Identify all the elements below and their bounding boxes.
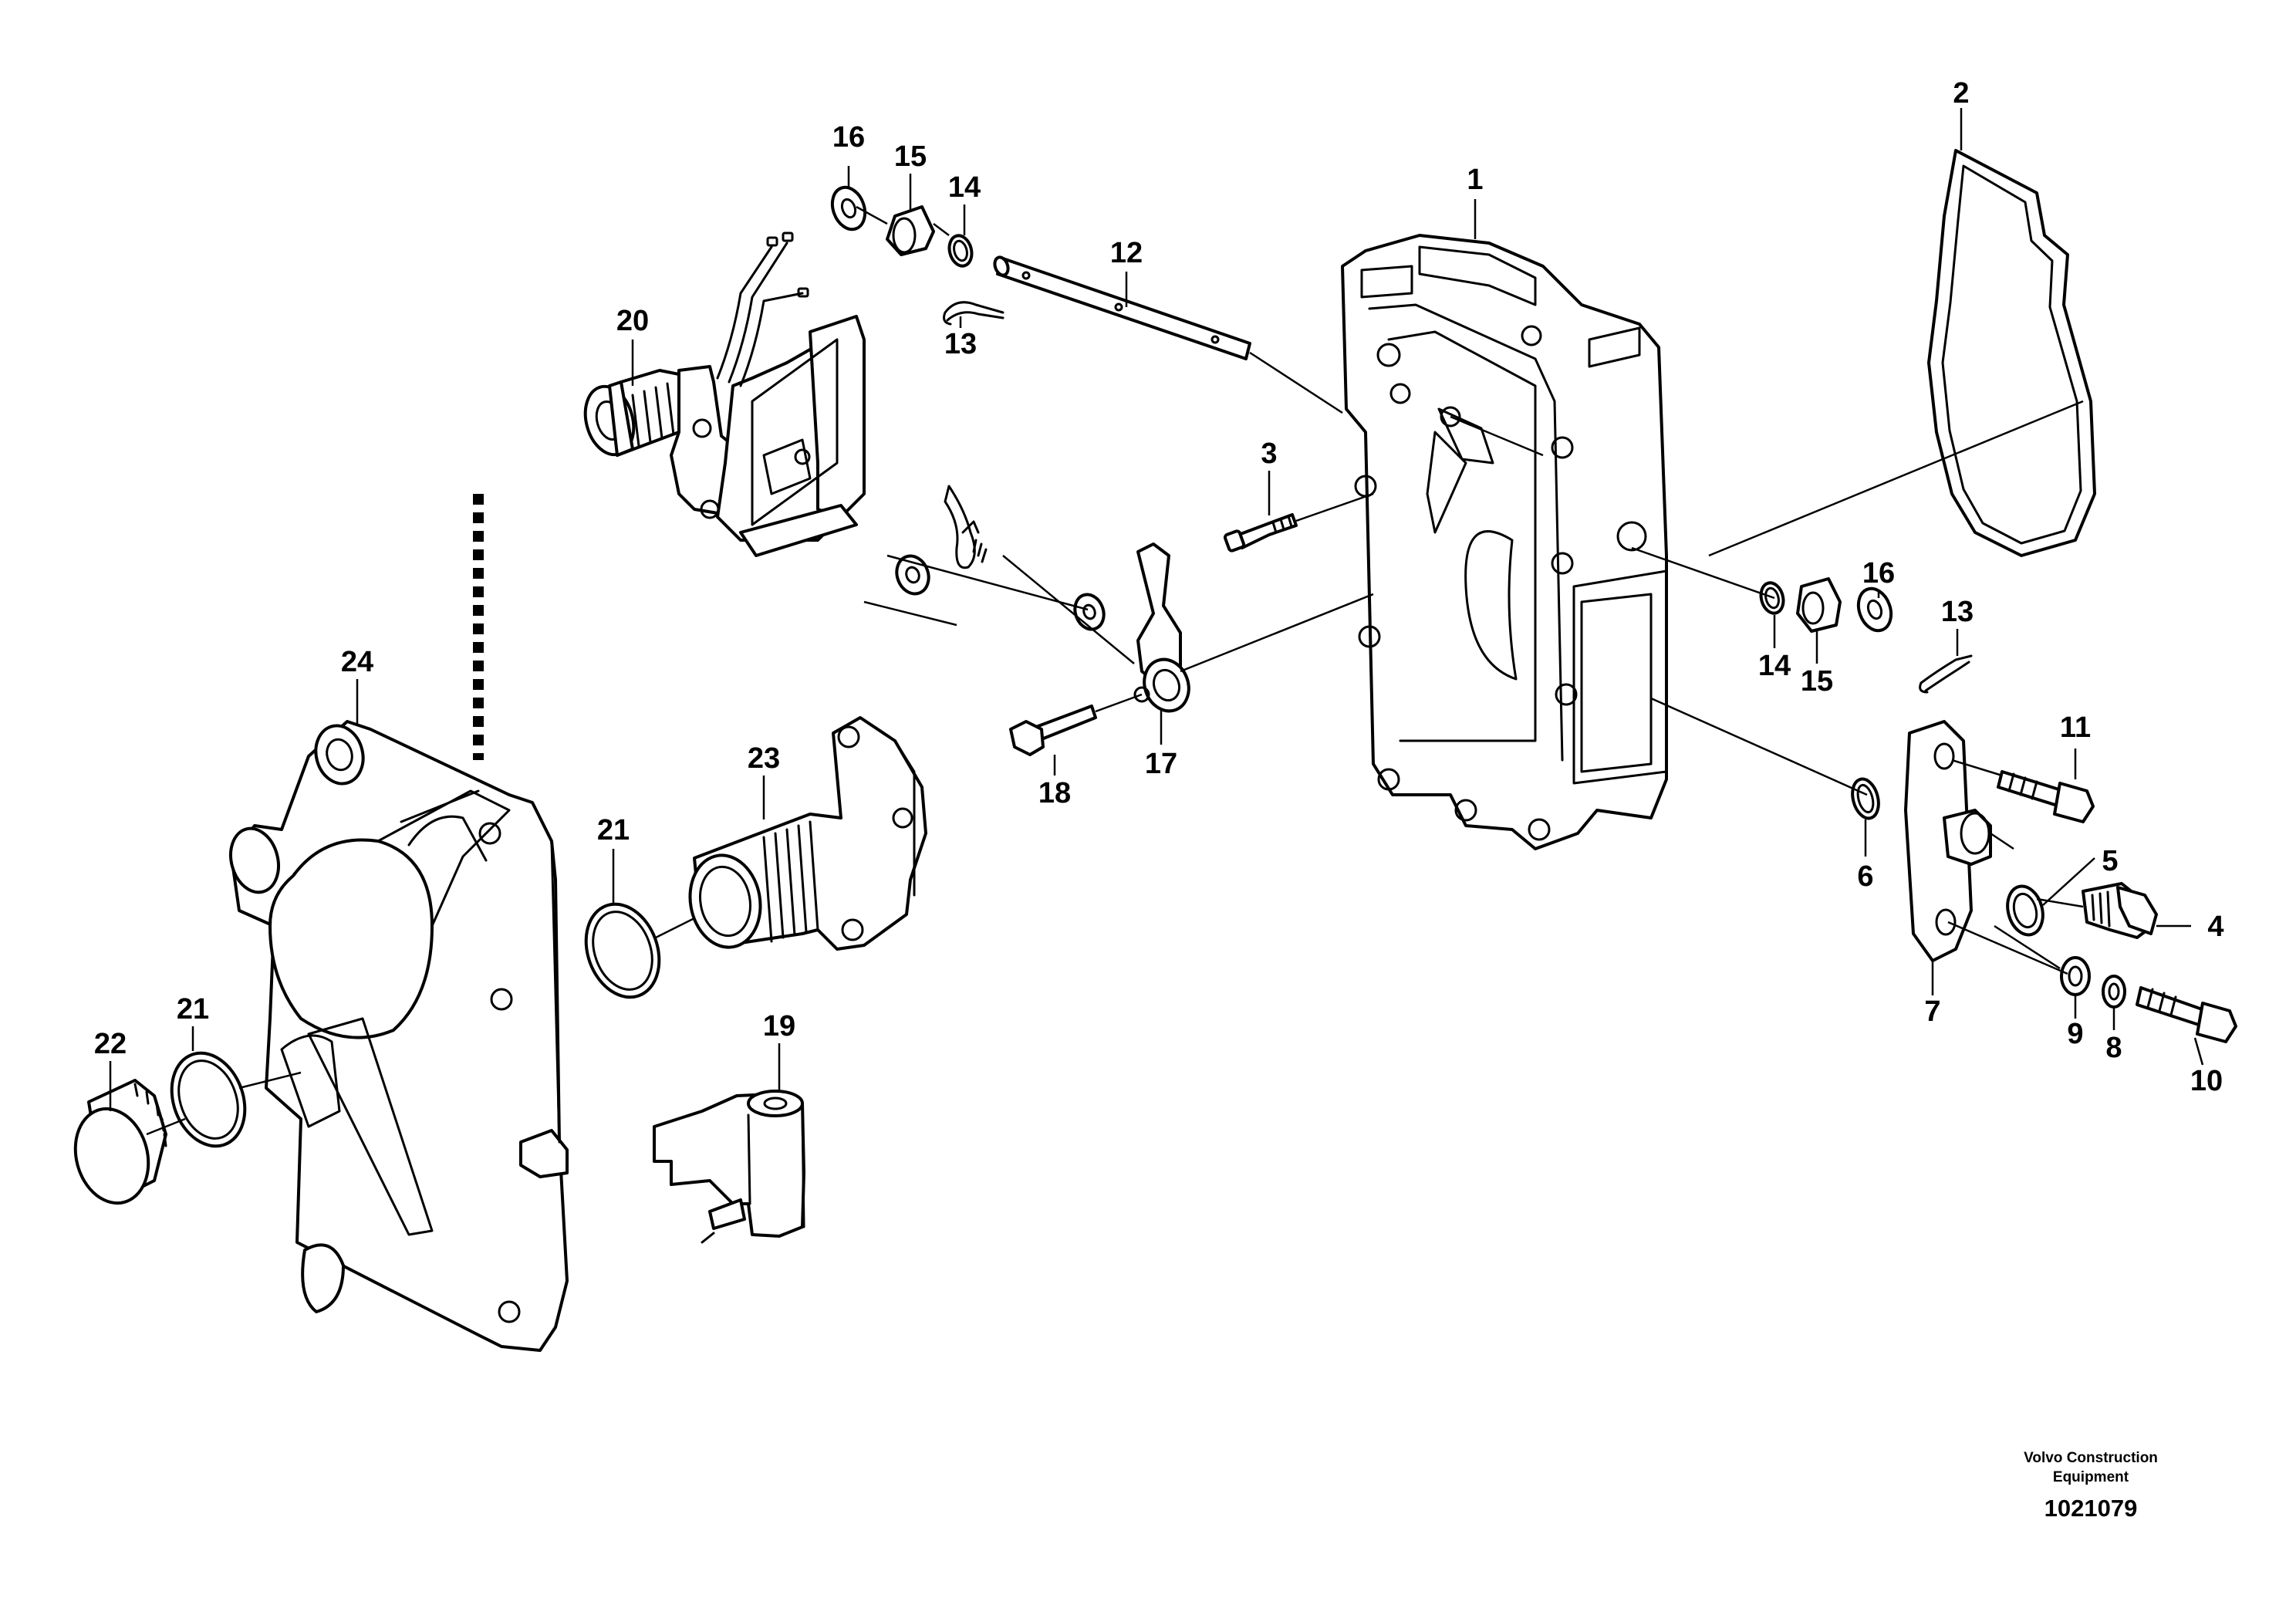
part-22-cap [73,1079,167,1205]
callout-12: 12 [1110,237,1143,269]
part-23-fitting [688,716,927,951]
callout-6: 6 [1857,860,1873,893]
part-24-cover [229,720,569,1352]
part-19-sensor [653,1090,805,1244]
part-20-solenoid [583,231,866,557]
callout-7: 7 [1924,995,1940,1028]
part-5-o-ring [2006,884,2044,937]
callout-18: 18 [1038,777,1071,809]
part-15-bushing-a [886,205,935,256]
callout-leaders [109,108,2204,1111]
callout-16-left: 16 [832,121,865,154]
callout-13-right: 13 [1941,596,1974,628]
callout-15-right: 15 [1801,665,1833,698]
callout-10: 10 [2190,1065,2223,1097]
part-16-washer-b [1856,586,1893,633]
part-2-gasket [1927,149,2096,557]
callout-19: 19 [763,1010,795,1042]
part-17-lever [895,485,1190,713]
part-6-o-ring [1851,777,1880,820]
part-13-clip-b [1919,654,1973,694]
part-12-shaft [993,255,1251,360]
callout-21-left: 21 [177,993,209,1026]
part-14-o-ring-b [1759,581,1785,615]
part-1-housing [1341,234,1668,850]
callout-13-left: 13 [944,328,977,360]
callout-23: 23 [748,742,780,775]
callout-3: 3 [1261,438,1277,470]
callout-5: 5 [2102,845,2118,877]
part-13-clip-a [943,301,1004,326]
callout-14-right: 14 [1758,650,1791,682]
callout-20: 20 [616,305,649,337]
part-9-washer [2060,956,2091,996]
part-3-screw [1223,513,1298,552]
callout-17: 17 [1145,748,1177,780]
callout-21-center: 21 [597,814,630,846]
part-21-o-ring-b [170,1051,247,1148]
brand-line-1: Volvo Construction [2024,1450,2158,1466]
part-10-bolt [2136,986,2237,1043]
callout-2: 2 [1953,77,1969,110]
callout-1: 1 [1467,164,1483,196]
illustration-number: 1021079 [2044,1495,2138,1522]
callout-4: 4 [2207,911,2223,943]
part-21-o-ring-a [584,902,661,999]
callout-22: 22 [94,1028,127,1060]
callout-24: 24 [341,646,373,678]
callout-16-right: 16 [1862,557,1895,590]
part-11-bolt [1997,770,2095,823]
callout-11: 11 [2060,711,2091,744]
assembly-axis-lines [146,205,2084,1136]
part-15-bushing-b [1796,577,1842,633]
part-14-o-ring-a [947,234,974,268]
part-16-washer-a [830,185,867,231]
callout-14-left: 14 [948,171,981,204]
part-4-plug [2082,882,2158,939]
part-18-bolt [1009,705,1097,756]
brand-line-2: Equipment [2053,1469,2129,1485]
part-7-cover-plate [1904,720,1992,962]
part-8-washer [2102,975,2126,1009]
callout-8: 8 [2105,1032,2122,1064]
callout-9: 9 [2067,1018,2083,1050]
callout-15-left: 15 [894,140,927,173]
